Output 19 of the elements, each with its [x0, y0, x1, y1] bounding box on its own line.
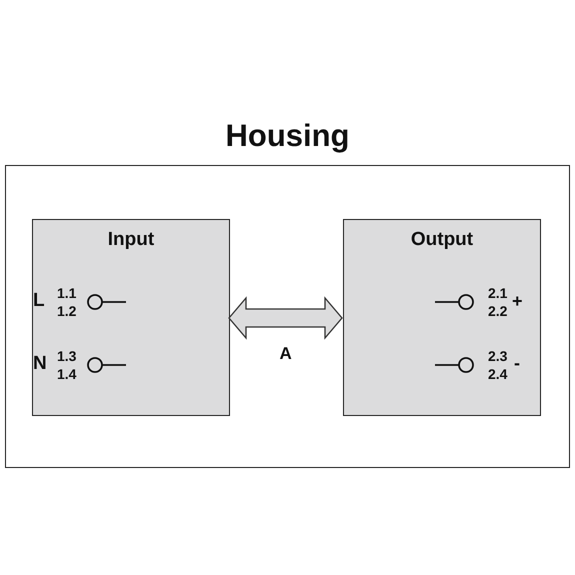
edge-label: A [280, 345, 292, 362]
terminal-number: 2.1 [488, 286, 508, 300]
terminal-number: 1.3 [57, 349, 76, 363]
terminal-number: 2.2 [488, 304, 508, 318]
terminal-number: 2.4 [488, 367, 508, 381]
terminal-number: 2.3 [488, 349, 508, 363]
double-block-arrow [228, 296, 343, 340]
terminal-number: 1.1 [57, 286, 76, 300]
housing-heading: Housing [224, 118, 350, 154]
terminal-letter: N [33, 354, 47, 373]
input-box [32, 219, 230, 416]
polarity-sign: - [514, 354, 520, 372]
box-heading: Output [410, 229, 474, 251]
box-heading: Input [106, 229, 156, 251]
polarity-sign: + [512, 292, 523, 310]
terminal-number: 1.4 [57, 367, 76, 381]
terminal-number: 1.2 [57, 304, 76, 318]
terminal-letter: L [33, 291, 45, 310]
output-box [343, 219, 541, 416]
